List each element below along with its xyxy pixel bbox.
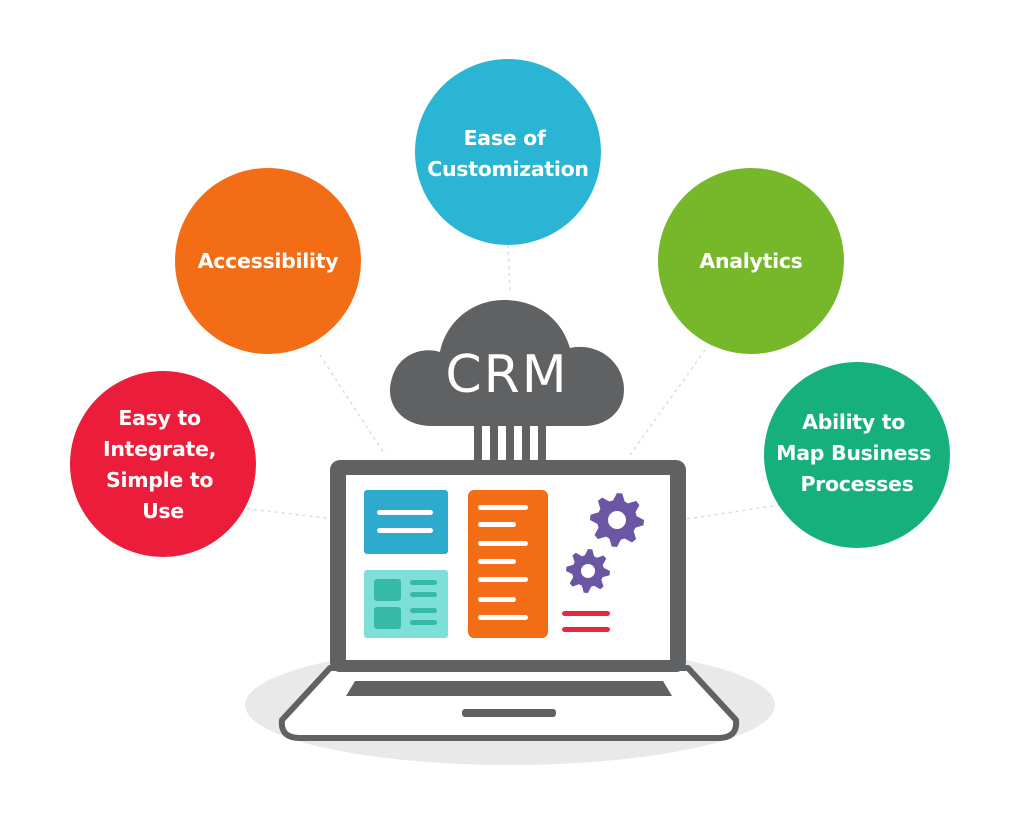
orange-panel-line [478, 522, 516, 527]
gear-icon [566, 549, 610, 593]
connector-line [319, 354, 386, 456]
keyboard-area [346, 681, 672, 696]
teal-card-block [374, 607, 401, 629]
feature-easy-to-integrate: Easy to Integrate, Simple to Use [70, 371, 256, 557]
feature-circle [70, 371, 256, 557]
feature-label-line: Accessibility [198, 249, 339, 273]
crm-cloud: CRM [389, 300, 624, 426]
crm-label: CRM [445, 345, 568, 405]
laptop-base [278, 665, 740, 741]
red-line [562, 627, 610, 632]
feature-circle [658, 168, 844, 354]
feature-label-line: Ability to [802, 410, 905, 434]
teal-card-line [410, 608, 437, 613]
gear-icon [590, 493, 644, 547]
feature-circle [175, 168, 361, 354]
blue-card-line [377, 528, 433, 533]
touchpad [462, 709, 556, 717]
orange-panel-line [478, 541, 528, 546]
teal-card-line [410, 592, 437, 597]
feature-label-line: Simple to [106, 468, 213, 492]
feature-label-line: Easy to [118, 406, 201, 430]
svg-text:Ease of Customization: Ease of Customization [427, 126, 588, 181]
connector-line [507, 244, 511, 291]
feature-accessibility: Accessibility [175, 168, 361, 354]
gear-shape [566, 549, 610, 593]
feature-label-line: Use [142, 499, 184, 523]
feature-circle [415, 59, 601, 245]
blue-card-line [377, 510, 433, 515]
cloud-connector [474, 418, 546, 462]
connector-line [239, 507, 346, 521]
screen-content [364, 490, 644, 638]
feature-ease-of-customization: Ease of Customization [415, 59, 601, 245]
teal-card-line [410, 620, 437, 625]
feature-ability-to-map: Ability to Map Business Processes [764, 362, 950, 548]
svg-text:Accessibility: Accessibility [198, 249, 339, 273]
feature-label-line: Map Business [776, 441, 931, 465]
gear-shape [590, 493, 644, 547]
cloud-shape [389, 300, 624, 426]
connector-lines [239, 244, 781, 521]
orange-panel-line [478, 597, 516, 602]
teal-card-line [410, 580, 437, 585]
feature-analytics: Analytics [658, 168, 844, 354]
feature-label-line: Customization [427, 157, 588, 181]
orange-panel-line [478, 505, 528, 510]
connector-line [679, 504, 781, 521]
feature-label-line: Analytics [699, 249, 802, 273]
orange-panel-line [478, 559, 516, 564]
feature-circle [764, 362, 950, 548]
connector-line [629, 349, 706, 456]
feature-label-line: Ease of [464, 126, 547, 150]
red-line [562, 611, 610, 616]
svg-text:Analytics: Analytics [699, 249, 802, 273]
svg-text:Easy to Integrate,: Easy to Integrate, Simple to Use [103, 406, 223, 523]
feature-label-line: Integrate, [103, 437, 216, 461]
orange-panel-line [478, 615, 528, 620]
svg-text:Ability to Map Business: Ability to Map Business Processes [776, 410, 938, 496]
teal-card-block [374, 579, 401, 601]
blue-card [364, 490, 448, 554]
feature-label-line: Processes [800, 472, 913, 496]
orange-panel-line [478, 577, 528, 582]
